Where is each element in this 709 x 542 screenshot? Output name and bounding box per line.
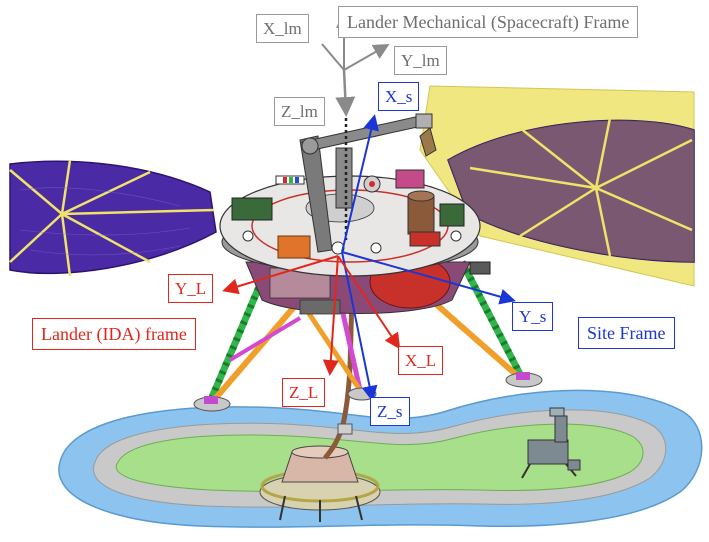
y-l-label: Y_L: [168, 274, 214, 303]
seismometer-instrument: [259, 445, 381, 522]
heat-probe-instrument: [521, 407, 581, 479]
z-s-label: Z_s: [370, 397, 410, 426]
y-lm-label: Y_lm: [394, 46, 447, 75]
site-frame-axes: [341, 114, 516, 402]
y-s-label: Y_s: [512, 302, 554, 331]
z-l-label: Z_L: [282, 378, 326, 407]
tether: [323, 299, 355, 460]
tether-box: [337, 423, 353, 435]
left-solar-panel: [9, 159, 217, 277]
robotic-arm: [299, 113, 437, 253]
z-lm-label: Z_lm: [274, 97, 325, 126]
x-s-label: X_s: [378, 82, 420, 111]
lander-mechanical-frame-label: Lander Mechanical (Spacecraft) Frame: [338, 6, 639, 38]
site-frame-label: Site Frame: [578, 317, 675, 349]
right-solar-panel: [419, 85, 695, 287]
lander-ida-frame-label: Lander (IDA) frame: [32, 318, 196, 350]
workspace-ground: [58, 389, 703, 528]
x-lm-label: X_lm: [256, 14, 309, 43]
x-l-label: X_L: [398, 346, 444, 375]
lander-ida-axes: [222, 255, 401, 376]
